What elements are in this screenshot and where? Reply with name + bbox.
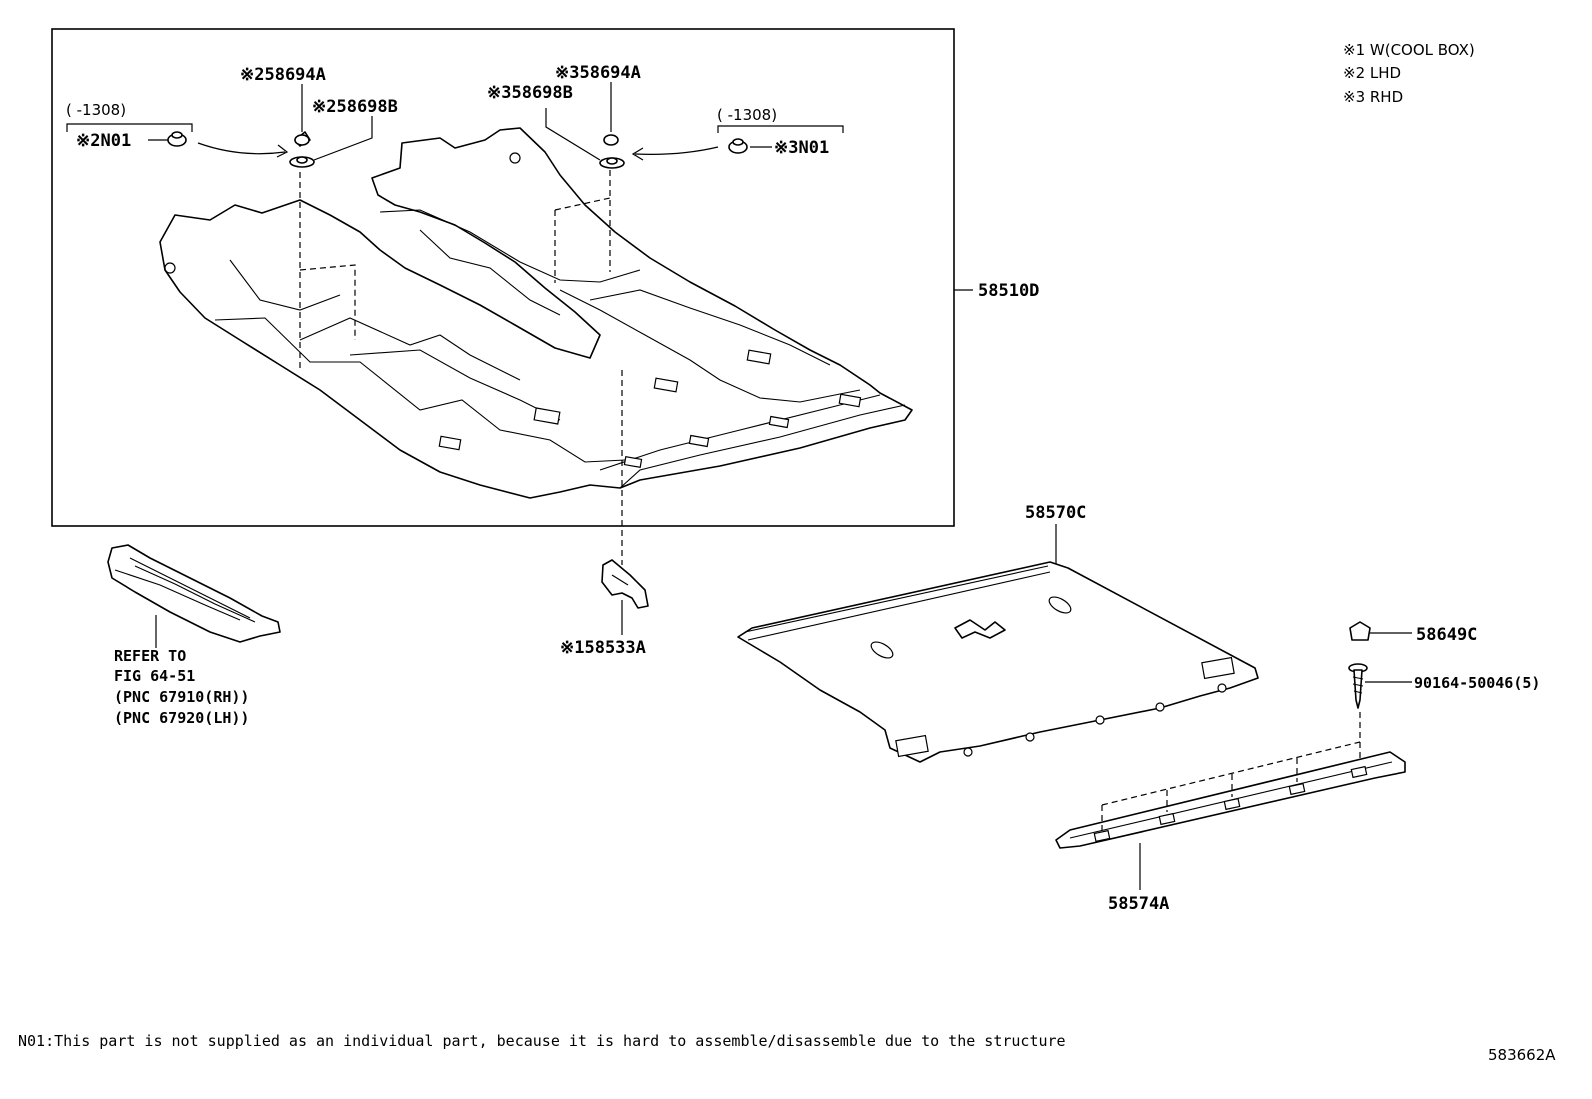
refer-line-1: REFER TO bbox=[114, 647, 186, 665]
callout-58574a[interactable]: 58574A bbox=[1108, 894, 1169, 914]
trim-strip-58574a[interactable] bbox=[1055, 751, 1406, 849]
callout-58533a[interactable]: ※158533A bbox=[560, 638, 646, 658]
floor-carpet-58510d[interactable] bbox=[159, 127, 913, 499]
callout-58698b-right[interactable]: ※358698B bbox=[487, 83, 573, 103]
clip-58649c[interactable] bbox=[1349, 621, 1371, 641]
callout-90164-50046[interactable]: 90164-50046(5) bbox=[1414, 674, 1540, 692]
legend-item-2: ※2 LHD bbox=[1343, 64, 1401, 82]
callout-58570c[interactable]: 58570C bbox=[1025, 503, 1086, 523]
assembly-line bbox=[299, 264, 356, 340]
clip-58698b-right[interactable] bbox=[599, 157, 625, 169]
callout-58698b-left[interactable]: ※258698B bbox=[312, 97, 398, 117]
nut-n01-left[interactable] bbox=[167, 131, 187, 147]
date-range-left: ( -1308) bbox=[66, 101, 126, 119]
clip-58694a-left[interactable] bbox=[294, 131, 311, 147]
clip-58698b-left[interactable] bbox=[289, 156, 315, 168]
scuff-plate-refer-64-51[interactable] bbox=[107, 544, 281, 643]
legend-item-1: ※1 W(COOL BOX) bbox=[1343, 41, 1475, 59]
install-arrow bbox=[631, 147, 644, 161]
callout-58694a-right[interactable]: ※358694A bbox=[555, 63, 641, 83]
assembly-line bbox=[1101, 741, 1361, 806]
floor-panel-58570c[interactable] bbox=[737, 561, 1259, 763]
install-arrow bbox=[634, 146, 719, 155]
footer-note: N01:This part is not supplied as an indi… bbox=[18, 1032, 1066, 1050]
callout-n01-left[interactable]: ※2N01 bbox=[76, 131, 131, 151]
callout-n01-right[interactable]: ※3N01 bbox=[774, 138, 829, 158]
nut-n01-right[interactable] bbox=[728, 138, 748, 154]
range-bracket-right bbox=[717, 125, 844, 133]
refer-line-3: (PNC 67910(RH)) bbox=[114, 688, 249, 706]
legend-item-3: ※3 RHD bbox=[1343, 88, 1403, 106]
carpet-group-frame bbox=[51, 28, 955, 527]
diagram-id: 583662A bbox=[1488, 1046, 1556, 1064]
refer-line-4: (PNC 67920(LH)) bbox=[114, 709, 249, 727]
clip-58694a-right[interactable] bbox=[603, 134, 619, 146]
install-arrow bbox=[197, 142, 286, 155]
callout-58694a-left[interactable]: ※258694A bbox=[240, 65, 326, 85]
install-arrow bbox=[276, 144, 289, 158]
screw-90164-50046[interactable] bbox=[1348, 663, 1368, 709]
range-bracket-left bbox=[66, 123, 193, 132]
leader bbox=[313, 116, 373, 161]
callout-58649c[interactable]: 58649C bbox=[1416, 625, 1477, 645]
bracket-58533a[interactable] bbox=[601, 559, 649, 609]
leader bbox=[545, 108, 601, 161]
date-range-right: ( -1308) bbox=[717, 106, 777, 124]
refer-line-2[interactable]: FIG 64-51 bbox=[114, 667, 195, 685]
callout-58510d[interactable]: 58510D bbox=[978, 281, 1039, 301]
